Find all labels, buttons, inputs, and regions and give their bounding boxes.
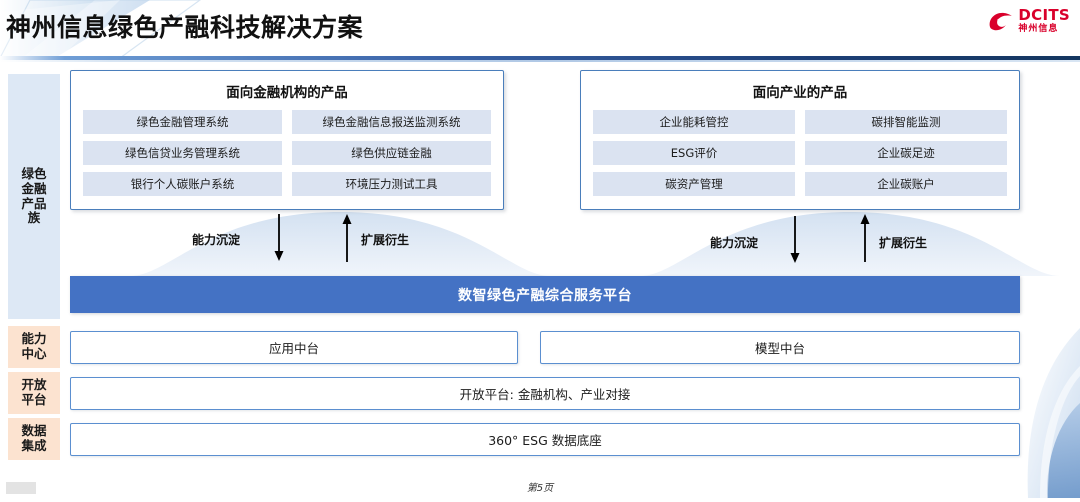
product-item[interactable]: 企业碳账户 bbox=[805, 172, 1007, 196]
footer-page-number: 第5页 bbox=[526, 483, 554, 494]
product-item[interactable]: 环境压力测试工具 bbox=[292, 172, 491, 196]
sidebar-item-label: 绿色金融产品族 bbox=[21, 166, 47, 226]
group-title: 面向产业的产品 bbox=[752, 85, 848, 101]
product-grid: 绿色金融管理系统 绿色金融信息报送监测系统 绿色信贷业务管理系统 绿色供应链金融… bbox=[71, 110, 503, 208]
product-grid: 企业能耗管控 碳排智能监测 ESG评价 企业碳足迹 碳资产管理 企业碳账户 bbox=[581, 110, 1019, 208]
dcits-swirl-icon bbox=[987, 10, 1013, 32]
hill-arc-right bbox=[640, 212, 1060, 280]
logo-text-en: DCITS bbox=[1018, 6, 1070, 24]
data-integration-row[interactable]: 360° ESG 数据底座 bbox=[70, 423, 1020, 456]
product-item[interactable]: 银行个人碳账户系统 bbox=[83, 172, 282, 196]
product-item[interactable]: 绿色金融管理系统 bbox=[83, 110, 282, 134]
sidebar-item-open-platform[interactable]: 开放平台 bbox=[8, 372, 60, 414]
flow-label-capability-precipitation-left: 能力沉淀 bbox=[192, 233, 241, 247]
product-group-industry: 面向产业的产品 企业能耗管控 碳排智能监测 ESG评价 企业碳足迹 碳资产管理 … bbox=[580, 70, 1020, 210]
sidebar-item-label: 能力中心 bbox=[21, 331, 47, 361]
sidebar-item-green-finance-products[interactable]: 绿色金融产品族 bbox=[8, 74, 60, 319]
product-item[interactable]: 绿色金融信息报送监测系统 bbox=[292, 110, 491, 134]
logo-text-cn: 神州信息 bbox=[1018, 24, 1059, 34]
product-item[interactable]: 碳排智能监测 bbox=[805, 110, 1007, 134]
platform-bar[interactable]: 数智绿色产融综合服务平台 bbox=[70, 276, 1020, 313]
header-separator-line bbox=[0, 56, 1080, 60]
flow-label-expansion-derivation-right: 扩展衍生 bbox=[879, 236, 928, 250]
sidebar-item-data-integration[interactable]: 数据集成 bbox=[8, 418, 60, 460]
sidebar-item-capability-center[interactable]: 能力中心 bbox=[8, 326, 60, 368]
product-item[interactable]: 企业能耗管控 bbox=[593, 110, 795, 134]
capability-row-application-midplatform[interactable]: 应用中台 bbox=[70, 331, 518, 364]
arrow-down-right bbox=[788, 216, 802, 268]
arrow-down-left bbox=[272, 214, 286, 266]
open-platform-row[interactable]: 开放平台: 金融机构、产业对接 bbox=[70, 377, 1020, 410]
group-title: 面向金融机构的产品 bbox=[226, 85, 348, 101]
corner-gray-tab bbox=[6, 482, 36, 494]
sidebar-item-label: 数据集成 bbox=[21, 423, 47, 453]
arrow-up-left bbox=[340, 214, 354, 266]
product-item[interactable]: 绿色供应链金融 bbox=[292, 141, 491, 165]
product-item[interactable]: ESG评价 bbox=[593, 141, 795, 165]
product-item[interactable]: 企业碳足迹 bbox=[805, 141, 1007, 165]
page-title: 神州信息绿色产融科技解决方案 bbox=[6, 13, 364, 42]
product-item[interactable]: 碳资产管理 bbox=[593, 172, 795, 196]
brand-logo: DCITS 神州信息 bbox=[987, 8, 1070, 34]
product-item[interactable]: 绿色信贷业务管理系统 bbox=[83, 141, 282, 165]
flow-label-capability-precipitation-right: 能力沉淀 bbox=[710, 236, 759, 250]
flow-label-expansion-derivation-left: 扩展衍生 bbox=[361, 233, 410, 247]
sidebar-item-label: 开放平台 bbox=[21, 377, 47, 407]
capability-row-model-midplatform[interactable]: 模型中台 bbox=[540, 331, 1020, 364]
product-group-financial-institutions: 面向金融机构的产品 绿色金融管理系统 绿色金融信息报送监测系统 绿色信贷业务管理… bbox=[70, 70, 504, 210]
arrow-up-right bbox=[858, 214, 872, 266]
header-separator-light bbox=[0, 60, 1080, 62]
